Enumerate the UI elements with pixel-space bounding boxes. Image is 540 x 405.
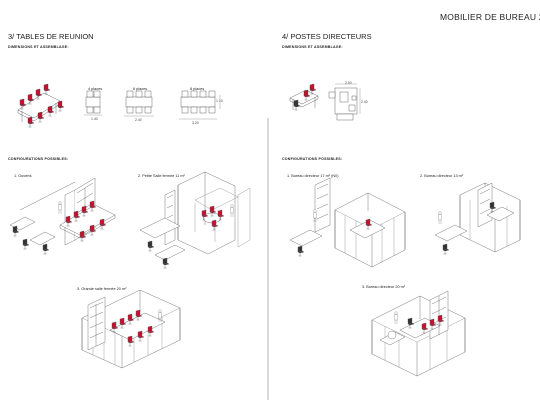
- config-right-2: 2. Bureau directeur 13 m²: [420, 174, 464, 178]
- dims-label-left: DIMENSIONS ET ASSEMBLAGE:: [8, 45, 69, 49]
- director-desk-iso: [289, 83, 319, 111]
- table-label-4: 4 places: [88, 87, 103, 91]
- config-right-3-drawing: [371, 290, 466, 377]
- dim-6-width: 2.40: [135, 118, 142, 122]
- config-left-2-drawing: [139, 171, 251, 269]
- section-title-director-desks: 4/ POSTES DIRECTEURS: [282, 32, 372, 41]
- config-right-1-drawing: [289, 177, 406, 268]
- config-right-2-drawing: [434, 182, 521, 255]
- table-label-6: 6 places: [133, 87, 148, 91]
- dim-depth: 1.10: [216, 99, 223, 103]
- meeting-table-iso: [17, 83, 65, 128]
- config-left-3-drawing: [81, 289, 181, 369]
- desk-top-view: [328, 83, 361, 121]
- configs-label-left: CONFIGURATIONS POSSIBLES:: [8, 157, 69, 161]
- configs-label-right: CONFIGURATIONS POSSIBLES:: [282, 157, 343, 161]
- dim-8-width: 3.20: [192, 121, 199, 125]
- dim-desk-depth: 2.40: [361, 100, 368, 104]
- table-label-8: 8 places: [190, 87, 205, 91]
- section-title-meeting-tables: 3/ TABLES DE REUNION: [8, 32, 94, 41]
- config-left-1-drawing: [9, 177, 116, 255]
- dim-4-width: 1.40: [91, 117, 98, 121]
- config-left-1: 1. Ouverts: [14, 174, 32, 178]
- config-left-2: 2. Petite Salle fermée 11 m²: [138, 174, 185, 178]
- table-top-views: [84, 90, 221, 120]
- page-title: MOBILIER DE BUREAU 2: [440, 12, 540, 22]
- config-left-3: 3. Grande salle fermée 20 m²: [77, 287, 127, 291]
- config-right-3: 3. Bureau directeur 20 m²: [362, 285, 406, 289]
- dim-desk-width: 2.00: [345, 81, 352, 85]
- dims-label-right: DIMENSIONS ET ASSEMBLAGE:: [282, 45, 343, 49]
- config-right-1: 1. Bureau directeur 17 m² (N0): [287, 174, 339, 178]
